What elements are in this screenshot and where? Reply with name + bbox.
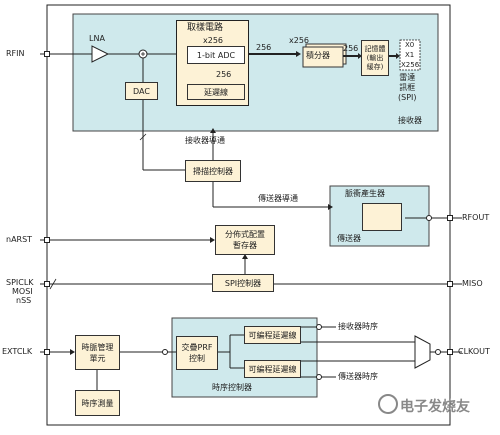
integrator-label: 積分器 <box>306 51 330 60</box>
pulse-generator-block <box>362 203 402 231</box>
frame-x0: X0 <box>405 41 415 49</box>
delay-line-block: 延遲線 <box>187 84 245 100</box>
output-mux <box>414 335 431 369</box>
pin-nss: nSS <box>16 296 32 305</box>
pad-clkout <box>447 349 453 355</box>
programmable-delay-line-1: 可編程延遲線 <box>244 326 301 344</box>
pulse-generator-label: 脈衝產生器 <box>345 189 385 198</box>
pin-clkout: CLKOUT <box>458 347 490 356</box>
pin-spiclk: SPICLK <box>6 278 34 287</box>
pin-rfout: RFOUT <box>462 213 490 222</box>
tx-timing-label: 傳送器時序 <box>338 372 378 381</box>
spi-controller-block: SPI控制器 <box>212 274 274 292</box>
frame-x1: X1 <box>405 51 415 59</box>
pad-narst <box>44 237 50 243</box>
tx-enable-label: 傳送器導通 <box>258 194 298 203</box>
adc-block: 1-bit ADC <box>187 46 245 64</box>
pin-narst: nARST <box>6 235 33 244</box>
rx-timing-label: 接收器時序 <box>338 322 378 331</box>
pad-extclk <box>44 349 50 355</box>
delay-count: 256 <box>216 70 232 79</box>
integrator-bus-width: 256 <box>343 44 359 53</box>
pin-mosi: MOSI <box>12 287 33 296</box>
prf-control-block: 交疊PRF 控制 <box>176 336 218 370</box>
receiver-label: 接收器 <box>398 116 422 125</box>
sweep-controller-block: 掃描控制器 <box>185 160 241 182</box>
adc-bus-width: 256 <box>256 43 272 52</box>
pin-miso: MISO <box>462 279 483 288</box>
transmitter-label: 傳送器 <box>337 234 361 243</box>
watermark: 电子发烧友 <box>400 399 470 415</box>
memory-block: 記憶體 (輸出 緩存) <box>361 40 389 76</box>
dac-block: DAC <box>125 82 158 100</box>
frame-x256: X256 <box>401 61 420 69</box>
timing-controller-label: 時序控制器 <box>212 383 252 392</box>
radar-frame-label: 雷達 訊框 (SPI) <box>398 73 417 102</box>
pad-rfout <box>447 215 453 221</box>
pin-extclk: EXTCLK <box>2 347 33 356</box>
integrator-count: x256 <box>289 36 310 45</box>
pin-rfin: RFIN <box>6 49 25 58</box>
pad-miso <box>447 281 453 287</box>
programmable-delay-line-2: 可編程延遲線 <box>244 360 301 378</box>
lna-amplifier <box>91 45 110 63</box>
pad-spi <box>44 281 50 287</box>
clock-management-unit: 時脈管理 單元 <box>75 335 120 370</box>
radar-frame-bracket <box>399 39 421 71</box>
sampler-title: 取樣電路 <box>187 23 224 33</box>
distributed-config-register: 分佈式配置 暫存器 <box>215 225 275 255</box>
timing-measure-block: 時序測量 <box>75 390 120 416</box>
lna-label: LNA <box>89 34 105 43</box>
sampler-count: x256 <box>203 36 224 45</box>
rx-enable-label: 接收器導通 <box>185 136 225 145</box>
pad-rfin <box>44 51 50 57</box>
